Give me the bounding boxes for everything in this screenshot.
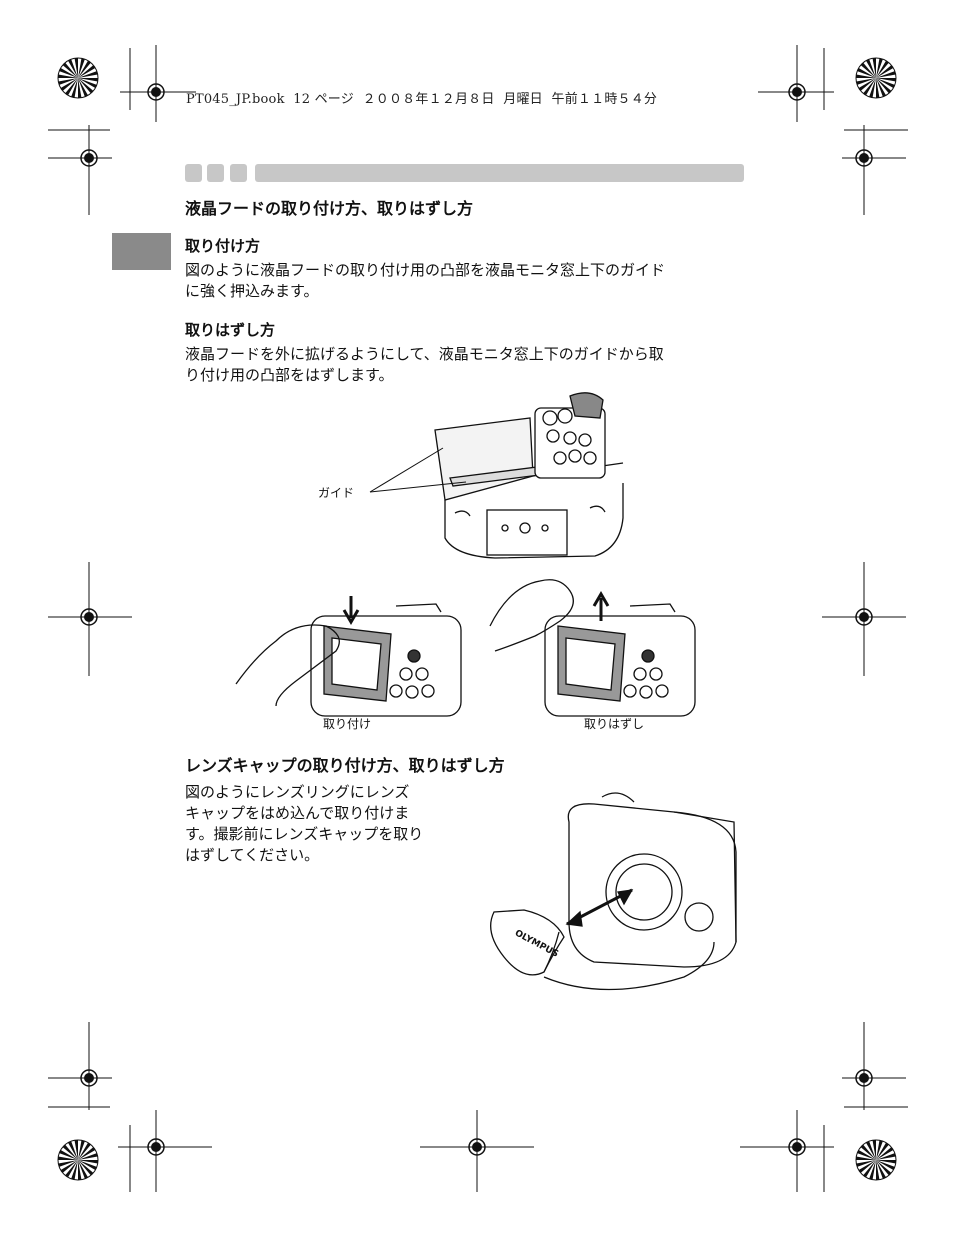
print-header: PT045_JP.book 12 ページ ２００８年１２月８日 月曜日 午前１１… bbox=[186, 92, 658, 107]
side-tab bbox=[112, 233, 171, 270]
detach-illustration bbox=[489, 579, 696, 717]
detach-label: 取りはずし bbox=[584, 717, 645, 731]
detach-title: 取りはずし方 bbox=[185, 321, 276, 339]
guide-label: ガイド bbox=[318, 486, 355, 500]
detach-text: 液晶フードを外に拡げるようにして、液晶モニタ窓上下のガイドから取 り付け用の凸部… bbox=[185, 345, 664, 384]
lens-cap-text: 図のようにレンズリングにレンズ キャップをはめ込んで取り付けま す。撮影前にレン… bbox=[185, 783, 424, 864]
section2-title: レンズキャップの取り付け方、取りはずし方 bbox=[185, 756, 505, 775]
attach-text: 図のように液晶フードの取り付け用の凸部を液晶モニタ窓上下のガイド に強く押込みま… bbox=[185, 261, 666, 300]
section-header-bar bbox=[185, 164, 745, 182]
star-target-icon bbox=[57, 57, 897, 1181]
guide-leader-lines bbox=[369, 447, 467, 493]
lens-cap-illustration: OLYMPUS bbox=[490, 792, 737, 991]
attach-illustration bbox=[235, 596, 462, 717]
attach-label: 取り付け bbox=[323, 717, 372, 731]
attach-title: 取り付け方 bbox=[185, 237, 261, 255]
section1-title: 液晶フードの取り付け方、取りはずし方 bbox=[185, 199, 474, 218]
housing-guide-illustration bbox=[434, 392, 624, 559]
